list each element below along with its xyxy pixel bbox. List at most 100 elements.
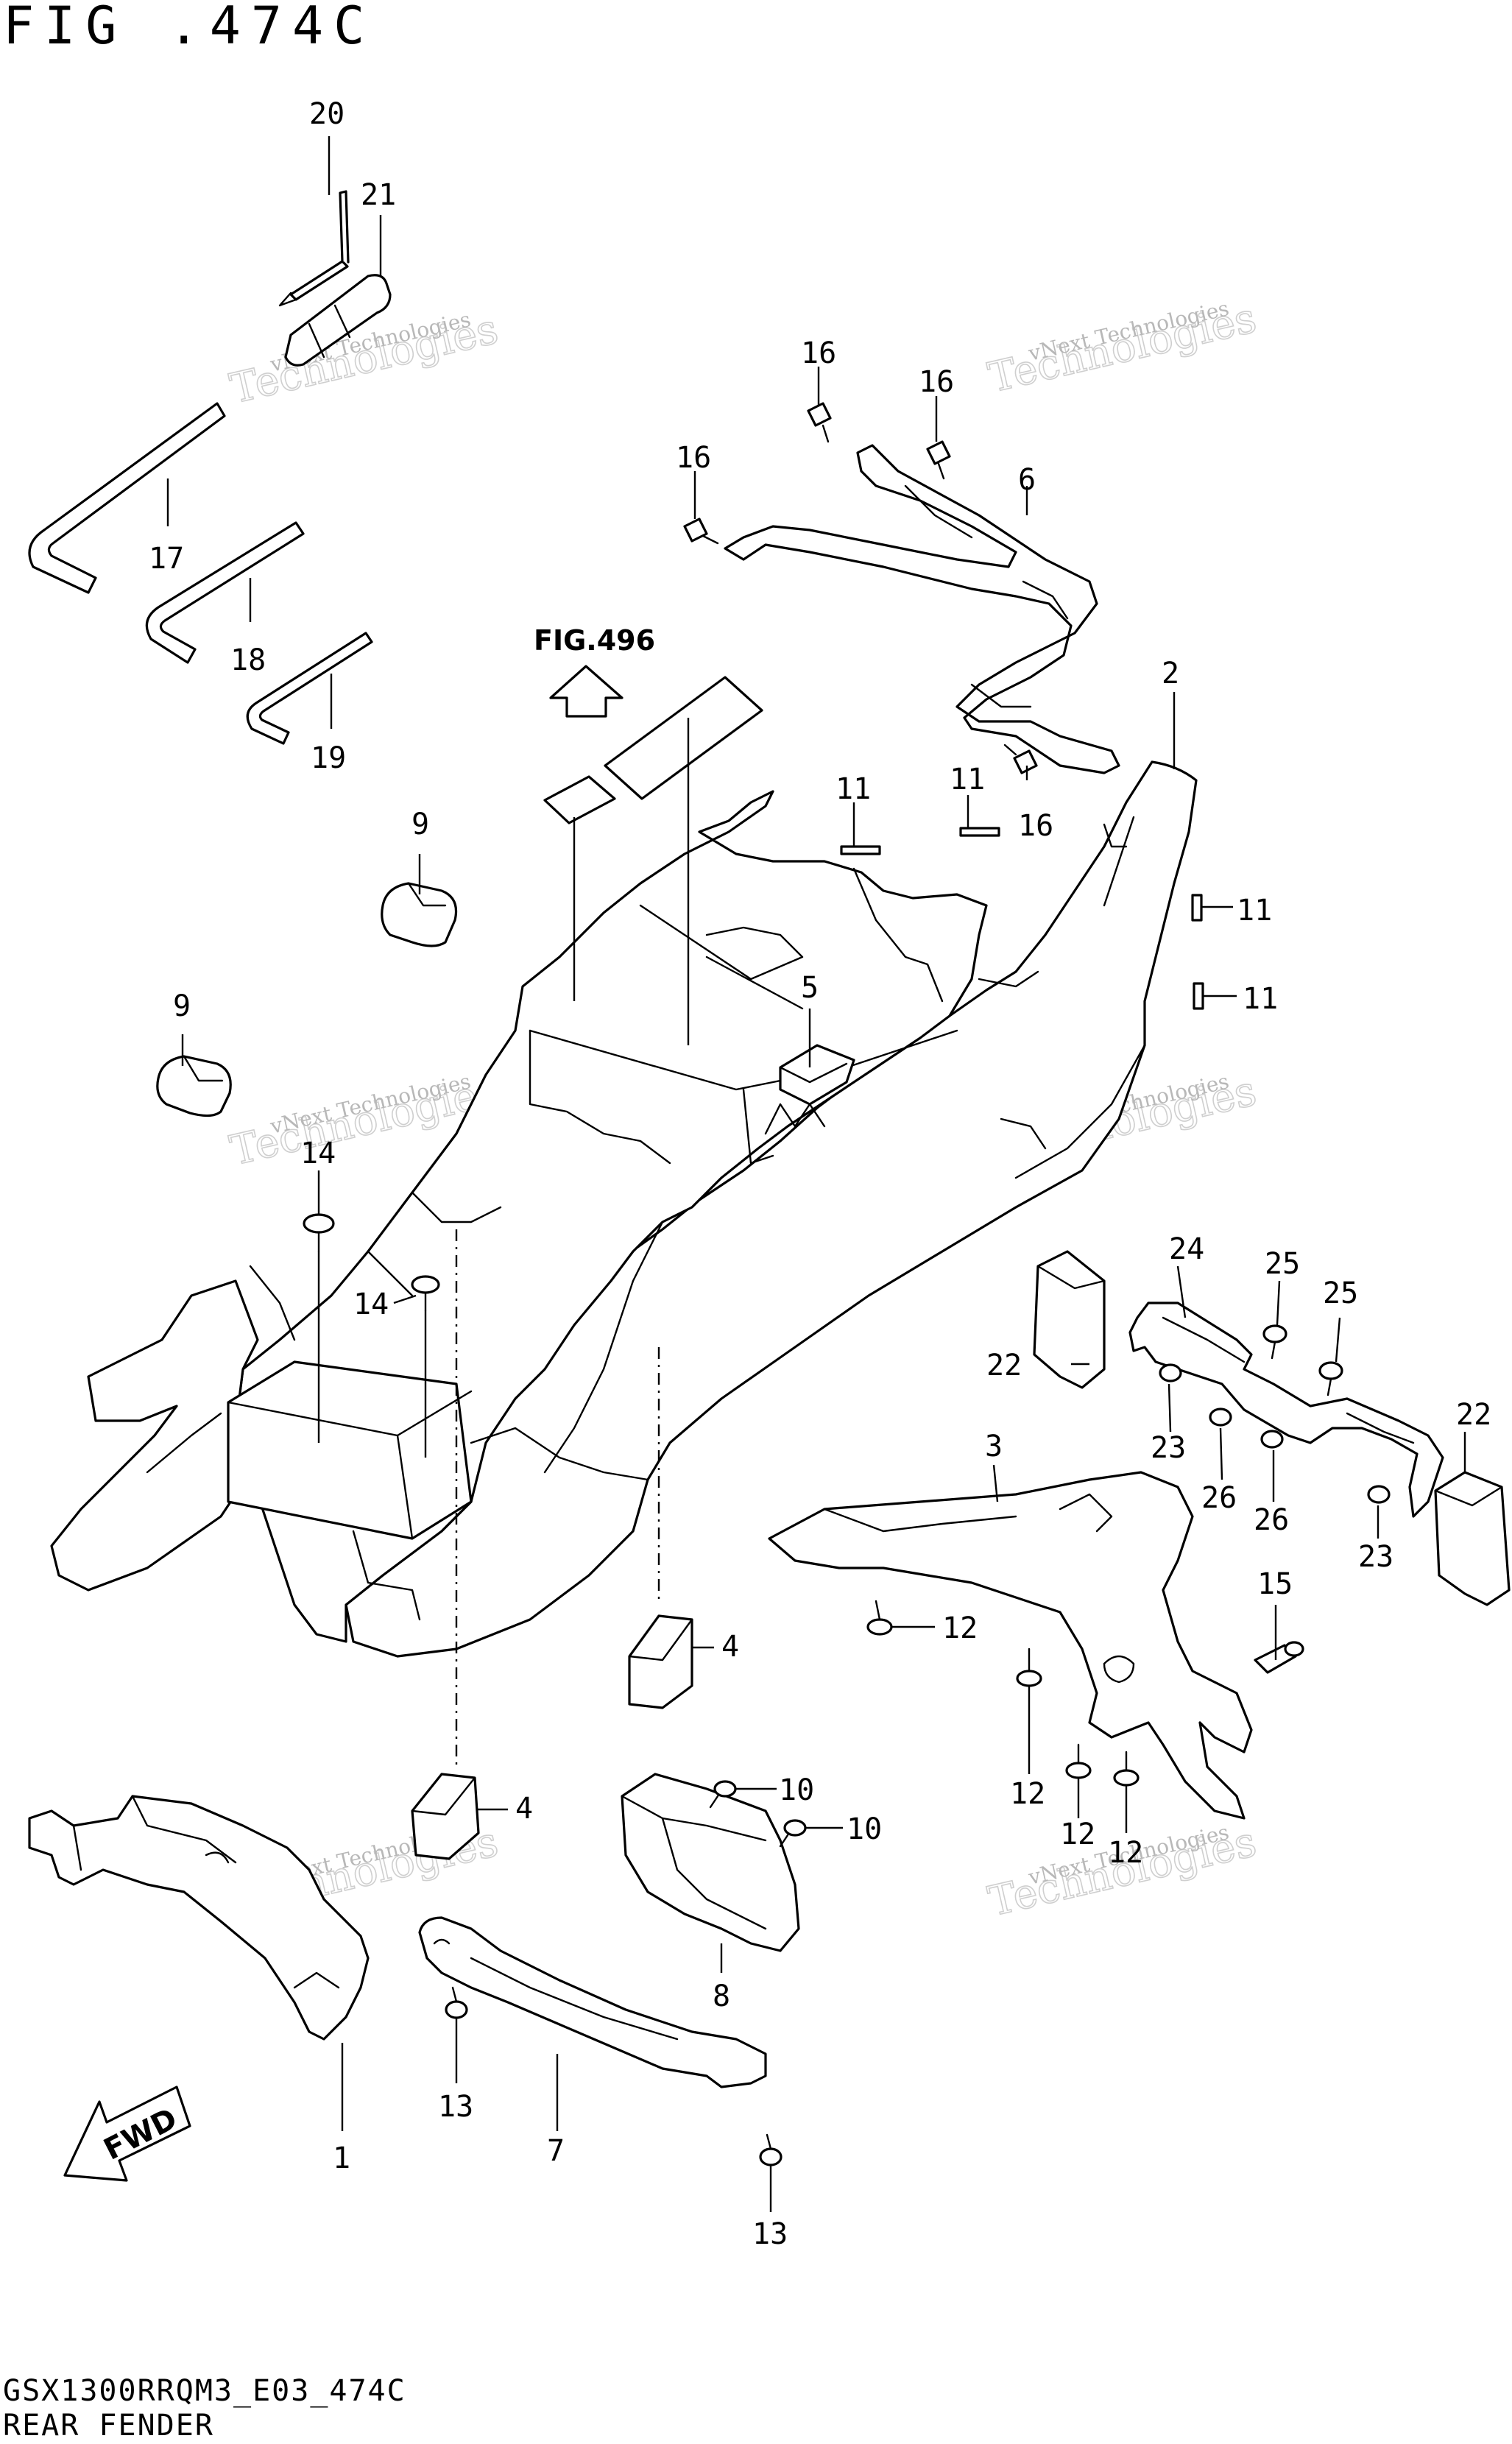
part-7-stay-bar [418,1916,767,2088]
part-10-screw [779,1819,807,1848]
callout-21: 21 [361,178,396,212]
leader-lines [166,136,1466,2212]
part-undertray-left-rail [50,1265,296,1592]
part-12-screw [866,1600,893,1636]
callout-25: 25 [1265,1247,1300,1281]
part-11-clip [959,827,1000,837]
fwd-arrow-icon [63,2085,191,2182]
model-code: GSX1300RRQM3_E03_474C [3,2374,406,2408]
callout-13: 13 [752,2217,788,2251]
callout-14: 14 [300,1137,336,1170]
callout-19: 19 [311,741,346,775]
part-10-screw [709,1780,737,1809]
callout-12: 12 [1010,1777,1045,1811]
section-name: REAR FENDER [3,2409,214,2443]
part-25-screw [1318,1361,1343,1396]
part-17-hex-wrench-large [28,402,226,594]
callout-18: 18 [230,643,266,677]
up-arrow-icon [549,665,623,718]
part-9-cushion-upper [381,882,458,947]
part-battery-box [227,1360,473,1621]
part-15-bolt [1254,1641,1304,1674]
part-4-sponge-block-lower [411,1773,480,1860]
callout-11: 11 [950,763,985,797]
callout-7: 7 [547,2134,565,2168]
callout-24: 24 [1169,1232,1204,1266]
part-13-nut [445,1986,468,2019]
callout-15: 15 [1257,1567,1293,1601]
callout-12: 12 [942,1611,978,1645]
part-11-clip [1193,982,1204,1010]
callout-26: 26 [1201,1481,1237,1515]
callout-16: 16 [1018,809,1053,843]
callout-3: 3 [985,1430,1003,1463]
part-12-screw [1016,1647,1042,1687]
part-1-side-cover [28,1795,370,2041]
part-25-screw [1262,1324,1287,1360]
part-4-sponge-block-upper [628,1614,693,1709]
part-23-nut [1367,1485,1391,1504]
callout-11: 11 [1243,982,1278,1016]
callout-12: 12 [1060,1818,1095,1851]
callout-12: 12 [1108,1836,1143,1870]
callout-10: 10 [847,1812,882,1846]
callout-22: 22 [986,1349,1022,1382]
callout-16: 16 [801,336,836,370]
part-3-license-plate-bracket [768,1471,1253,1820]
part-21-screwdriver-handle [284,274,392,367]
part-16-bolt [683,518,719,545]
callout-2: 2 [1162,657,1179,691]
part-13-nut [759,2133,783,2166]
part-26-nut [1260,1430,1284,1449]
forward-direction-arrow: FWD [63,2085,191,2182]
callout-11: 11 [1237,894,1272,928]
assembly-lines [317,718,690,1767]
part-9-cushion-lower [156,1055,232,1117]
part-23-nut [1159,1363,1182,1382]
part-16-bolt [1003,744,1038,774]
callout-10: 10 [779,1773,814,1807]
callout-23: 23 [1151,1431,1186,1465]
callout-26: 26 [1254,1503,1289,1537]
callout-17: 17 [149,542,184,576]
part-19-hex-wrench-small [246,632,373,745]
figure-reference-group: FIG.496 [534,624,763,824]
part-6-grab-handle-bracket [724,444,1120,774]
part-5-bracket [764,1044,855,1135]
callout-16: 16 [676,441,711,475]
part-11-clip [840,845,881,855]
callout-13: 13 [438,2090,473,2124]
part-22-reflector-right [1434,1471,1511,1606]
callout-6: 6 [1018,463,1036,497]
part-16-bolt [926,440,951,480]
callout-25: 25 [1323,1276,1358,1310]
figure-reference-label: FIG.496 [534,624,655,657]
callout-20: 20 [309,97,345,131]
part-12-screw [1065,1743,1092,1779]
callout-1: 1 [333,2141,350,2175]
part-11-clip [1191,894,1203,922]
callout-11: 11 [836,772,871,806]
callout-23: 23 [1358,1540,1393,1574]
callout-14: 14 [353,1288,389,1321]
callout-labels: 20 21 16 16 16 6 16 17 18 19 2 11 11 11 … [149,97,1491,2251]
callout-9: 9 [173,989,191,1023]
callout-16: 16 [919,365,954,399]
part-14-screw [411,1275,440,1312]
part-12-screw [1113,1751,1140,1787]
part-16-bolt [807,402,832,443]
callout-4: 4 [721,1630,739,1664]
callout-5: 5 [801,971,819,1005]
part-18-hex-wrench-medium [145,521,305,664]
figure-title: FIG .474C [3,0,375,56]
part-14-screw [303,1213,335,1253]
part-20-screwdriver-blade [278,190,350,307]
callout-8: 8 [713,1979,730,2013]
part-22-reflector-left [1033,1250,1106,1389]
callout-22: 22 [1456,1398,1491,1432]
callout-4: 4 [515,1792,533,1826]
callout-9: 9 [411,808,429,841]
part-8-tail-cover-panel [621,1773,800,1952]
part-26-nut [1209,1408,1232,1427]
